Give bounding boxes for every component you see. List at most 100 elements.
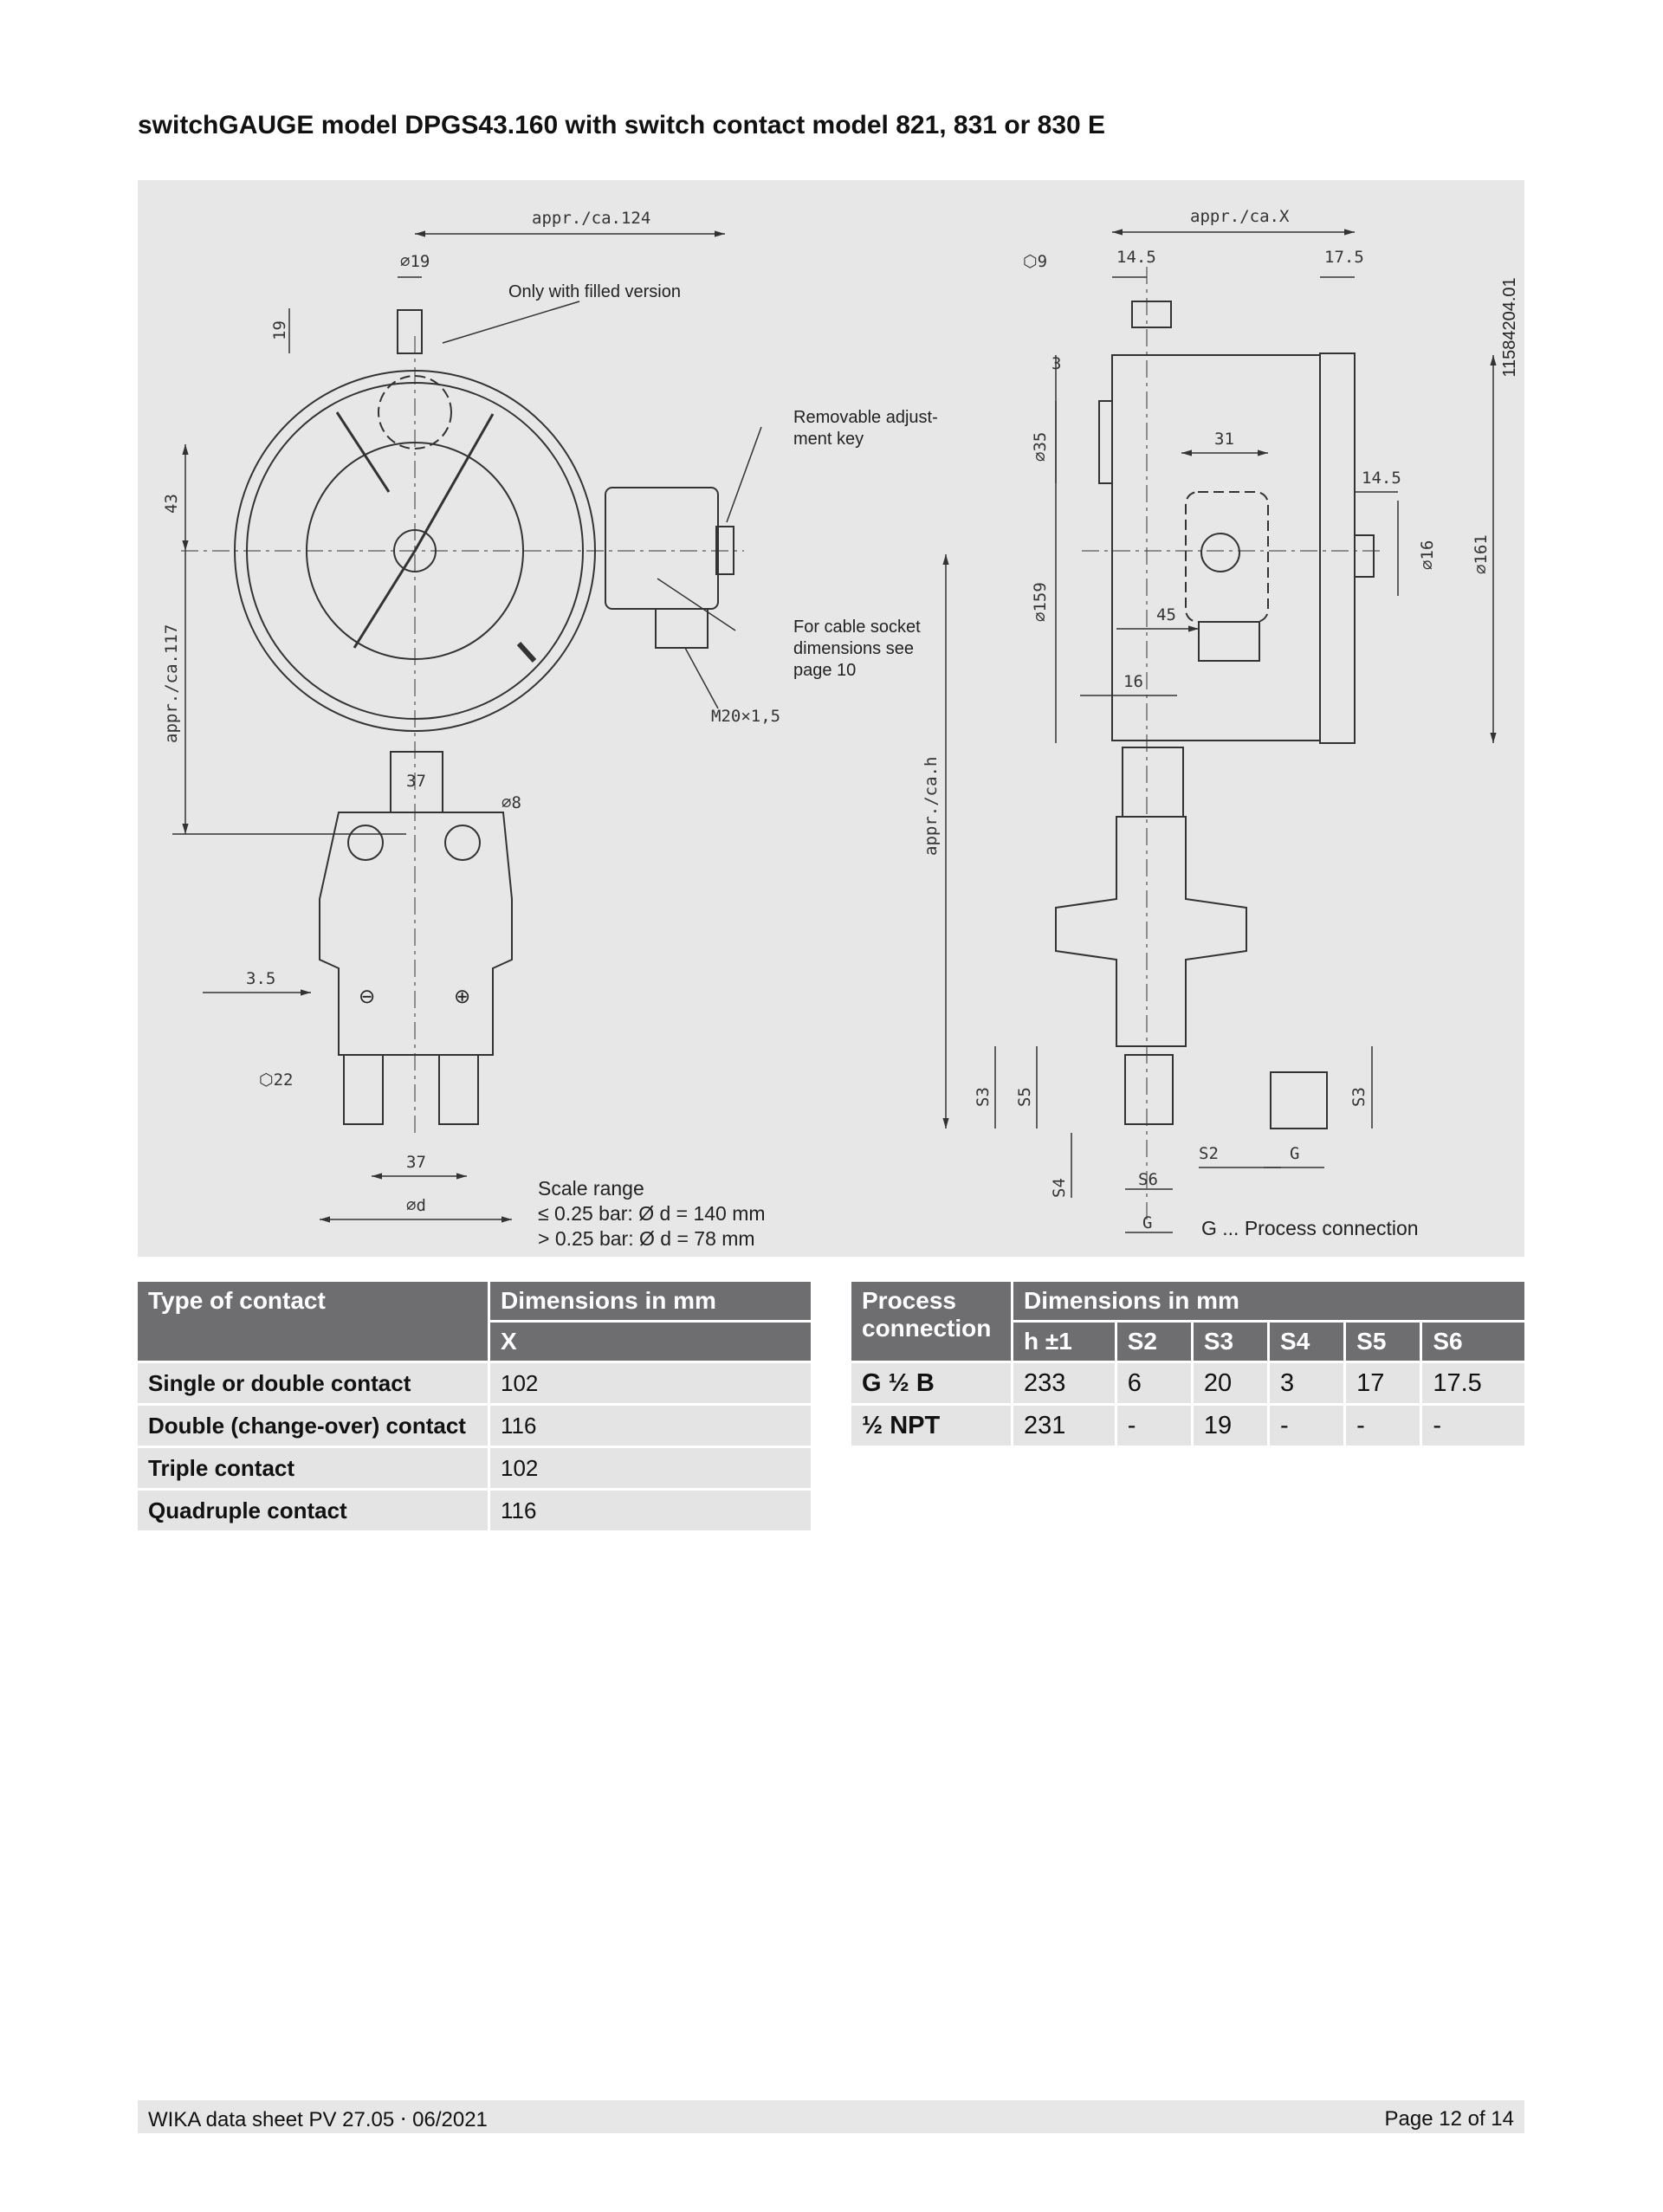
contact-type: Double (change-over) contact xyxy=(138,1406,488,1446)
dim-m20: M20×1,5 xyxy=(711,707,780,726)
cell: 6 xyxy=(1116,1363,1191,1403)
cell: 17.5 xyxy=(1422,1363,1524,1403)
cell: 231 xyxy=(1013,1406,1115,1446)
side-switch-outline xyxy=(1185,491,1269,623)
side-case xyxy=(1111,354,1321,741)
header-process-line1: Process xyxy=(862,1287,956,1314)
cell: 3 xyxy=(1270,1363,1344,1403)
note-cable-socket-1: For cable socket xyxy=(793,618,921,637)
contact-type: Single or double contact xyxy=(138,1363,488,1403)
dim-16: 16 xyxy=(1123,672,1143,691)
dim-3-5: 3.5 xyxy=(246,969,275,988)
dim-s3-left: S3 xyxy=(974,1087,993,1107)
dim-s6: S6 xyxy=(1138,1170,1158,1189)
dim-d19: ⌀19 xyxy=(400,252,430,271)
dim-side-width: appr./ca.X xyxy=(1190,207,1290,226)
header-dimensions: Dimensions in mm xyxy=(1013,1282,1524,1320)
dim-d16: ⌀16 xyxy=(1418,540,1437,570)
dim-g-bottom: G xyxy=(1142,1213,1152,1232)
page-footer: WIKA data sheet PV 27.05 ⋅ 06/2021 Page … xyxy=(138,2100,1524,2133)
table-row: Quadruple contact 116 xyxy=(138,1491,811,1530)
dim-d35: ⌀35 xyxy=(1031,432,1050,462)
switch-housing xyxy=(605,487,719,610)
dp-body xyxy=(319,812,513,1056)
dim-31: 31 xyxy=(1214,430,1234,449)
minus-symbol: ⊖ xyxy=(359,985,375,1007)
dim-19: 19 xyxy=(270,320,289,340)
table-row: Triple contact 102 xyxy=(138,1448,811,1488)
dim-37-bottom: 37 xyxy=(406,1153,426,1172)
dim-front-width: appr./ca.124 xyxy=(532,209,650,228)
header-dimensions: Dimensions in mm xyxy=(490,1282,811,1320)
contact-arm xyxy=(335,411,391,493)
dim-d8: ⌀8 xyxy=(501,793,521,812)
cell: - xyxy=(1116,1406,1191,1446)
cell: 17 xyxy=(1346,1363,1420,1403)
process-conn: ½ NPT xyxy=(851,1406,1011,1446)
header-process-connection: Process connection xyxy=(851,1282,1011,1361)
col-s5: S5 xyxy=(1346,1323,1420,1361)
table-row: G ½ B 233 6 20 3 17 17.5 xyxy=(851,1363,1524,1403)
side-connection xyxy=(1124,1054,1174,1125)
col-s3: S3 xyxy=(1193,1323,1268,1361)
npt-connection xyxy=(1270,1071,1328,1129)
side-stud xyxy=(1098,400,1113,484)
side-terminal xyxy=(1200,533,1240,572)
dim-43: 43 xyxy=(162,494,181,514)
cell: 20 xyxy=(1193,1363,1268,1403)
dim-14-5-top: 14.5 xyxy=(1116,248,1156,267)
side-plug xyxy=(1131,301,1172,328)
table-row: Single or double contact 102 xyxy=(138,1363,811,1403)
side-stem xyxy=(1122,747,1184,818)
col-s2: S2 xyxy=(1116,1323,1191,1361)
cell: 233 xyxy=(1013,1363,1115,1403)
note-removable-key-2: ment key xyxy=(793,430,864,449)
scale-range-label: Scale range xyxy=(538,1177,644,1200)
dim-hex22: ⬡22 xyxy=(259,1070,293,1090)
note-cable-socket-2: dimensions see xyxy=(793,639,914,658)
dim-s2: S2 xyxy=(1199,1144,1219,1163)
cable-gland xyxy=(655,608,709,649)
technical-drawing: appr./ca.124 ⌀19 19 Only with filled ver… xyxy=(138,180,1524,1257)
dim-14-5: 14.5 xyxy=(1362,469,1401,488)
connection-right xyxy=(438,1054,479,1125)
header-x: X xyxy=(490,1323,811,1361)
footer-datasheet: WIKA data sheet PV 27.05 ⋅ 06/2021 xyxy=(148,2108,488,2131)
note-cable-socket-3: page 10 xyxy=(793,661,856,680)
scale-range-small: ≤ 0.25 bar: Ø d = 140 mm xyxy=(538,1202,766,1225)
cell: 19 xyxy=(1193,1406,1268,1446)
pointer-pivot xyxy=(378,375,452,450)
dim-s3-right: S3 xyxy=(1349,1087,1369,1107)
note-filled-only: Only with filled version xyxy=(508,282,681,301)
contact-type: Quadruple contact xyxy=(138,1491,488,1530)
contact-x: 102 xyxy=(490,1363,811,1403)
col-s4: S4 xyxy=(1270,1323,1344,1361)
footer-page-number: Page 12 of 14 xyxy=(1384,2107,1514,2131)
plus-symbol: ⊕ xyxy=(454,985,470,1007)
contact-type: Triple contact xyxy=(138,1448,488,1488)
connection-left xyxy=(343,1054,384,1125)
dim-appr-h: appr./ca.h xyxy=(922,757,941,856)
dim-hex9: ⬡9 xyxy=(1023,252,1047,271)
pointer-left xyxy=(353,550,417,649)
contact-x: 102 xyxy=(490,1448,811,1488)
fill-plug xyxy=(397,309,423,354)
dim-d161: ⌀161 xyxy=(1472,534,1491,574)
contact-marker xyxy=(516,641,537,663)
side-body xyxy=(1055,816,1247,1047)
side-gland xyxy=(1198,621,1260,662)
process-connection-legend: G ... Process connection xyxy=(1201,1217,1419,1239)
dimension-drawing-svg: appr./ca.124 ⌀19 19 Only with filled ver… xyxy=(162,207,1519,1250)
mounting-hole-right xyxy=(444,825,481,861)
side-key xyxy=(1354,534,1375,578)
dim-s4: S4 xyxy=(1050,1178,1069,1198)
dim-37-top: 37 xyxy=(406,772,426,791)
contact-dimensions-table: Type of contact Dimensions in mm X Singl… xyxy=(135,1279,813,1533)
dim-appr-117: appr./ca.117 xyxy=(162,624,181,743)
col-s6: S6 xyxy=(1422,1323,1524,1361)
cell: - xyxy=(1422,1406,1524,1446)
table-row: Double (change-over) contact 116 xyxy=(138,1406,811,1446)
scale-range-large: > 0.25 bar: Ø d = 78 mm xyxy=(538,1227,755,1250)
col-h: h ±1 xyxy=(1013,1323,1115,1361)
document-number: 11584204.01 xyxy=(1500,277,1519,377)
